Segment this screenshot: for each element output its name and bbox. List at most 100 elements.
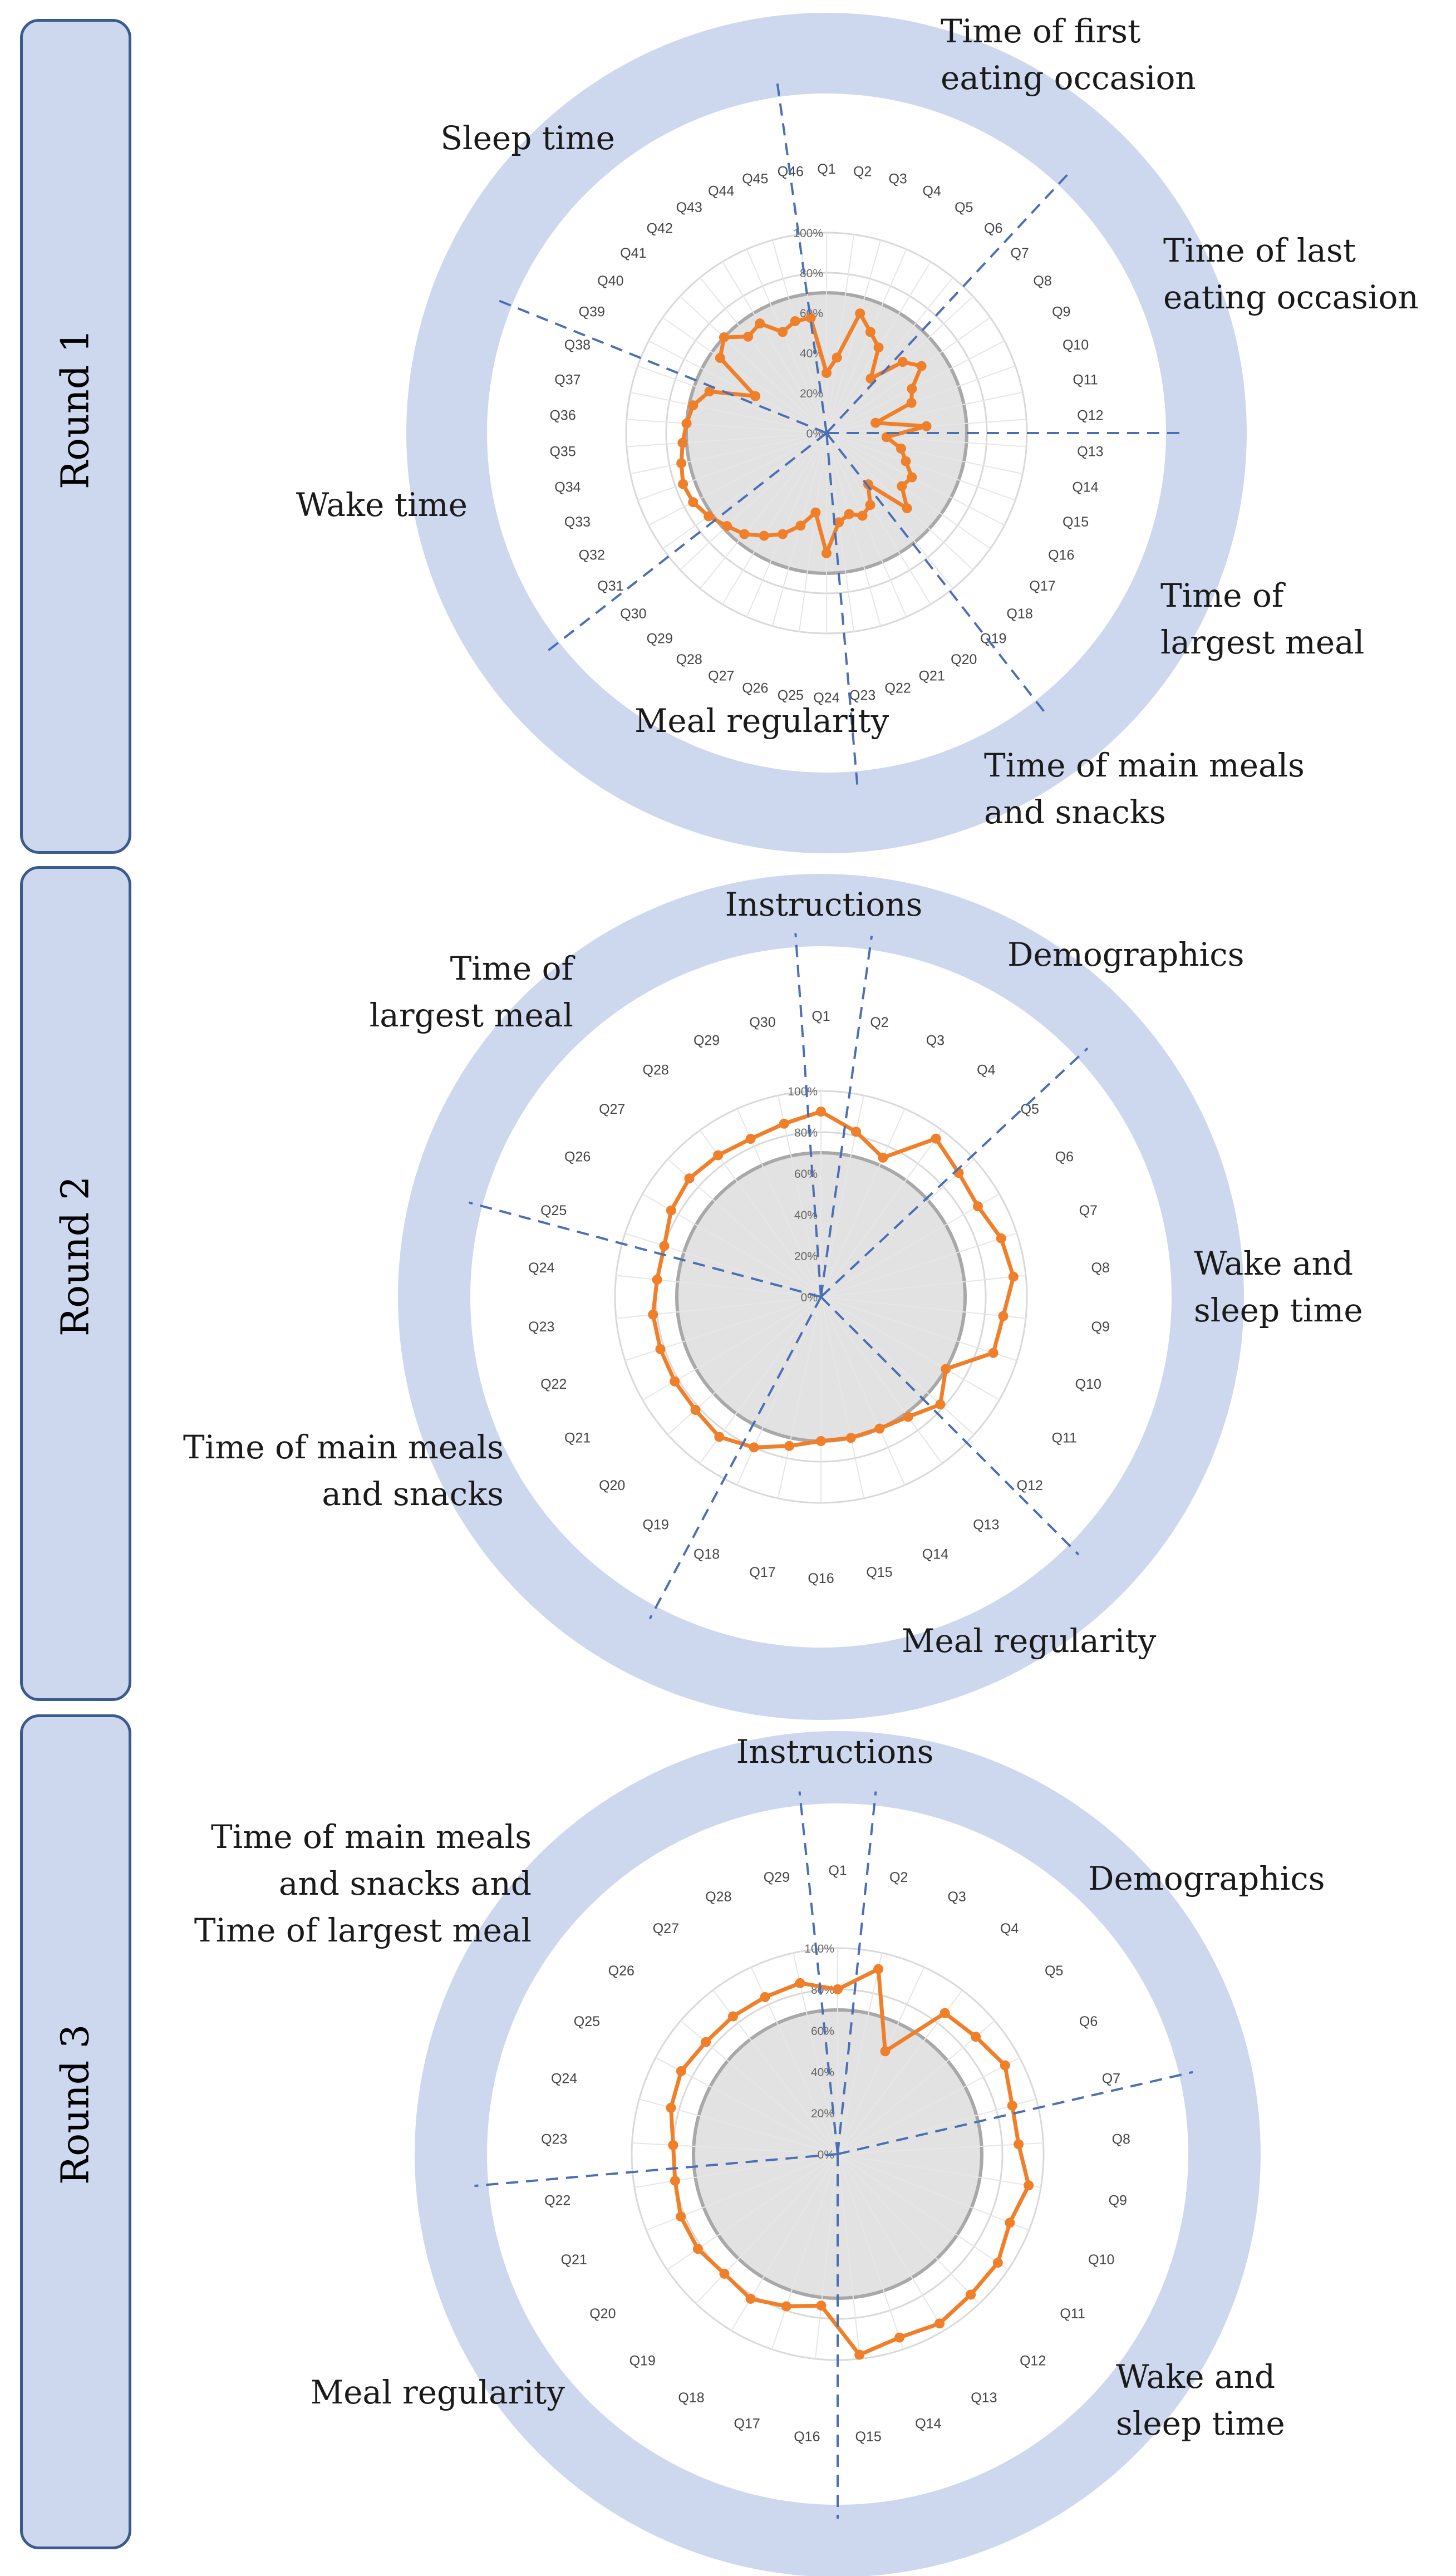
spoke <box>700 432 827 589</box>
spoke <box>826 432 1016 501</box>
category-label: Q34 <box>554 480 581 495</box>
data-point <box>921 421 932 431</box>
category-label: Q36 <box>549 408 575 424</box>
category-label: Q22 <box>885 680 911 696</box>
data-point <box>934 2318 945 2329</box>
data-point <box>676 2066 686 2076</box>
spoke <box>630 391 827 434</box>
section-label: Meal regularity <box>634 702 889 740</box>
data-point <box>822 368 832 378</box>
spoke <box>837 2154 1041 2188</box>
data-point <box>692 2244 703 2254</box>
spoke <box>667 1158 822 1297</box>
section-label: largest meal <box>370 996 573 1034</box>
spoke <box>837 2142 1044 2155</box>
spoke <box>837 2154 860 2359</box>
data-point <box>870 417 881 428</box>
radial-tick-label: 40% <box>800 347 823 360</box>
data-point <box>1000 2060 1010 2071</box>
category-label: Q6 <box>1055 1149 1074 1165</box>
data-point <box>759 530 769 541</box>
category-label: Q1 <box>811 1009 830 1024</box>
category-label: Q18 <box>678 2390 704 2406</box>
category-label: Q3 <box>888 171 907 187</box>
data-point <box>896 443 906 454</box>
data-point <box>931 1133 941 1144</box>
radial-tick-label: 20% <box>800 387 823 400</box>
category-label: Q8 <box>1112 2131 1130 2147</box>
data-point <box>998 1311 1009 1321</box>
category-label: Q10 <box>1075 1377 1101 1392</box>
category-label: Q12 <box>1077 408 1103 424</box>
data-point <box>648 1309 658 1320</box>
spoke <box>826 432 907 617</box>
section-divider <box>820 1047 1089 1298</box>
spoke <box>637 365 827 434</box>
data-point <box>988 1348 998 1358</box>
spoke <box>820 1296 1017 1361</box>
spoke <box>826 432 1027 448</box>
category-label: Q28 <box>643 1062 669 1078</box>
data-point <box>816 1107 826 1117</box>
section-label: Wake and <box>1116 2358 1275 2396</box>
category-label: Q8 <box>1033 273 1051 289</box>
category-label: Q19 <box>629 2353 656 2368</box>
category-label: Q24 <box>528 1260 554 1276</box>
data-point <box>704 386 715 397</box>
category-label: Q23 <box>528 1319 554 1335</box>
spoke <box>837 1953 883 2155</box>
category-label: Q43 <box>676 200 702 215</box>
spoke <box>630 432 827 475</box>
data-point <box>865 373 876 384</box>
spoke <box>736 1296 822 1486</box>
data-point <box>743 331 754 342</box>
section-label: Instructions <box>725 886 923 923</box>
data-point <box>688 400 699 411</box>
radial-tick-label: 20% <box>794 1250 818 1263</box>
category-label: Q5 <box>1021 1102 1039 1117</box>
category-label: Q4 <box>923 183 941 199</box>
section-label: Time of first <box>941 12 1140 50</box>
data-point <box>677 437 688 448</box>
radial-tick-label: 60% <box>794 1168 818 1181</box>
category-label: Q31 <box>597 578 623 594</box>
section-label: Time of main meals <box>211 1818 532 1856</box>
data-point <box>666 2102 676 2113</box>
data-point <box>1007 2100 1017 2111</box>
data-point <box>676 458 687 469</box>
spoke <box>837 2154 904 2349</box>
spoke <box>826 277 953 434</box>
category-label: Q20 <box>589 2306 616 2322</box>
series-line <box>669 1967 1031 2357</box>
category-label: Q27 <box>599 1102 625 1117</box>
section-label: Demographics <box>1007 936 1244 974</box>
category-label: Q27 <box>708 668 734 684</box>
spoke <box>798 432 827 632</box>
category-label: Q33 <box>564 514 591 530</box>
data-point <box>992 2258 1003 2268</box>
data-point <box>784 1441 795 1451</box>
section-label: and snacks <box>322 1475 504 1513</box>
category-label: Q19 <box>980 631 1006 646</box>
spoke <box>778 1296 822 1499</box>
data-point <box>851 1127 862 1137</box>
category-label: Q7 <box>1010 245 1029 261</box>
category-label: Q11 <box>1060 2306 1085 2322</box>
category-label: Q30 <box>620 606 646 622</box>
spoke <box>771 240 827 434</box>
spoke <box>655 2057 838 2155</box>
spoke <box>700 277 827 434</box>
spoke <box>820 1232 1017 1297</box>
category-label: Q9 <box>1052 304 1070 319</box>
section-divider <box>820 1296 1080 1556</box>
category-label: Q4 <box>977 1062 995 1078</box>
data-point <box>1008 1271 1019 1282</box>
data-point <box>727 2011 738 2022</box>
category-label: Q30 <box>749 1015 775 1030</box>
spoke <box>616 1275 822 1297</box>
category-label: Q7 <box>1079 1203 1098 1218</box>
data-point <box>897 357 908 367</box>
spoke <box>826 432 953 589</box>
spoke <box>837 2154 945 2331</box>
